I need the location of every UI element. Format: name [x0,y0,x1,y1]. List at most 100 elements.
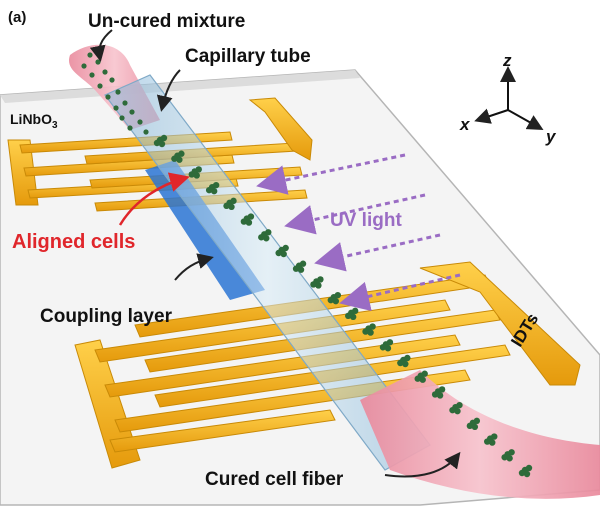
cell [81,63,87,69]
cell [297,266,305,273]
cell [113,105,119,111]
cell [127,125,133,131]
cell [143,129,149,135]
cell [89,72,95,78]
cell [518,469,526,477]
cell [247,213,255,220]
cell [137,119,143,125]
cell [282,244,289,252]
fiber-arrow [384,451,461,478]
cell [367,329,374,336]
cell [115,89,121,95]
cell [506,455,513,462]
linbo3-label: LiNbO3 [10,111,58,131]
uncured-mixture-label: Un-cured mixture [88,11,245,32]
cell [212,181,220,189]
cell [245,219,253,226]
cell [334,291,342,299]
cell [414,375,421,382]
cell [349,313,357,321]
cell [109,77,115,83]
cell [119,115,125,121]
cured-cell-fiber [360,370,600,499]
cell [122,100,128,106]
uv-light-label: UV light [330,210,402,231]
cell [230,197,237,205]
cell [105,94,111,100]
cell [454,407,461,415]
cell [369,323,376,330]
cell [171,155,178,162]
capillary-tube-label: Capillary tube [185,46,311,67]
cell [362,328,369,335]
cell [240,218,248,225]
cell [263,235,270,242]
cell [351,307,359,315]
axis-z-label: z [502,51,512,70]
cell [178,150,185,157]
cell [228,203,235,211]
cell [102,69,108,75]
cell [421,370,428,377]
cell [471,423,479,431]
cell [501,454,508,461]
axis-y-label: y [545,127,557,146]
uv-light-arrows [256,153,461,312]
cell [419,376,426,383]
cell [87,52,93,58]
substrate-shadow-edge [0,70,360,103]
cell [449,406,456,414]
panel-label: (a) [8,9,26,26]
cell [158,140,166,148]
cured-fiber-label: Cured cell fiber [205,469,344,490]
aligned-cells-label: Aligned cells [12,231,135,253]
cell [525,464,533,472]
cell [456,401,463,409]
cell [280,250,287,258]
aligned-cells-arrow [118,172,190,226]
cell [523,470,531,478]
cell [275,249,282,257]
cell [176,156,183,163]
cell [160,134,168,142]
cell [95,59,101,65]
cell [431,391,439,398]
cell [379,344,387,351]
axis-x-label: x [459,115,471,134]
cell [195,166,202,173]
cell [436,392,444,399]
cell [310,281,317,288]
cell-cluster-group [81,52,533,478]
cell [508,449,515,456]
cell [265,229,272,236]
cell [205,186,213,194]
cell [397,359,404,367]
uncured-arrow [89,29,113,62]
cell [473,417,481,425]
cell [258,234,265,241]
cell [404,354,411,362]
cell [210,187,218,195]
axis-triad [474,66,544,130]
cell [344,312,352,320]
linbo3-main: LiNbO [10,111,52,127]
cell [223,202,230,210]
capillary-arrow [156,69,181,112]
cell [384,345,392,352]
coupling-layer-label: Coupling layer [40,306,173,327]
cell [466,422,474,430]
cell [491,433,498,440]
cell [402,360,409,368]
linbo3-subscript: 3 [52,120,58,131]
cell [193,172,200,179]
cell [386,339,394,346]
cell [317,276,324,283]
cell [438,386,446,393]
cell [484,438,491,445]
cell [299,260,307,267]
cell [292,265,300,272]
coupling-arrow [174,253,214,281]
cell [489,439,496,446]
cell [153,139,161,147]
